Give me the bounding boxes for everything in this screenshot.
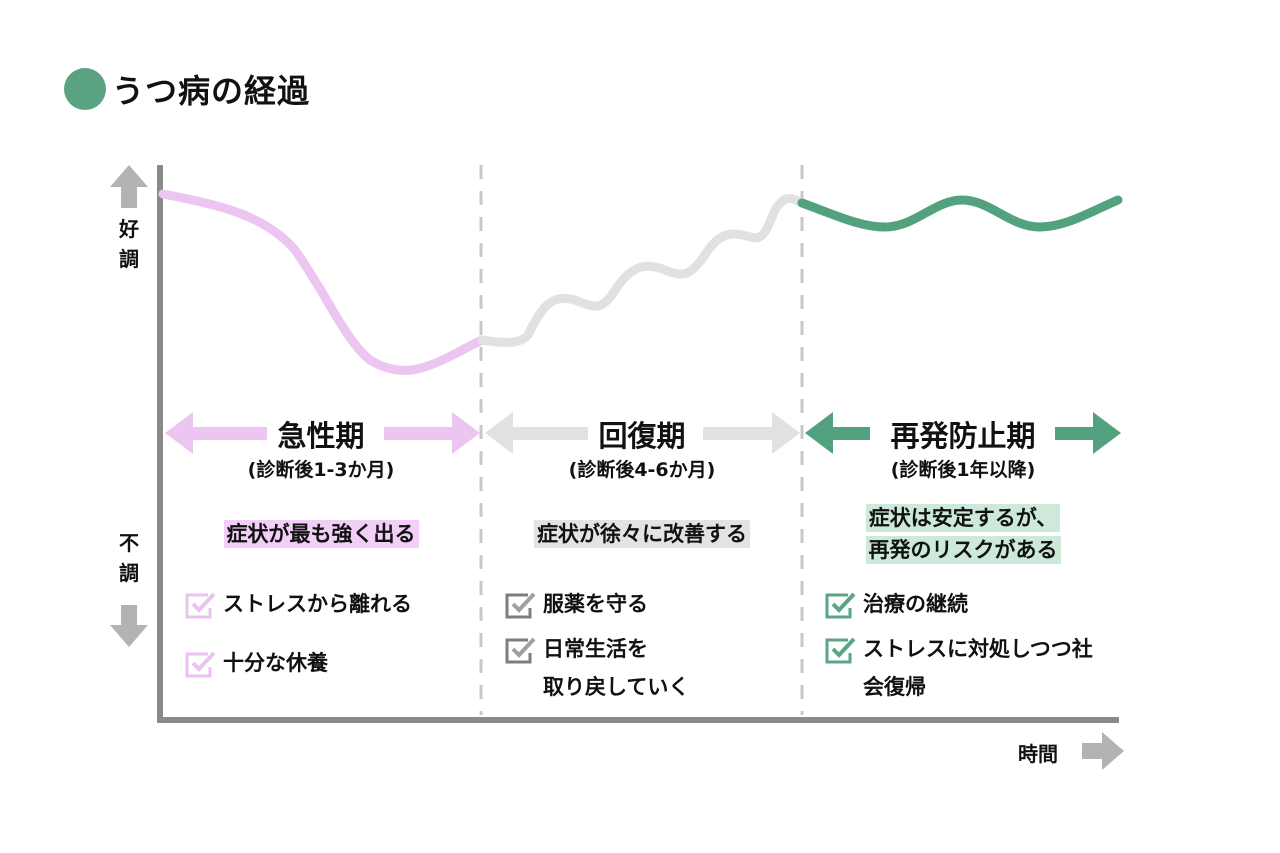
- prevention-phase-period: (診断後1年以降): [890, 459, 1036, 481]
- prevention-phase-curve: [797, 195, 1123, 232]
- acute-phase-period: (診断後1-3か月): [247, 459, 395, 481]
- acute-checklist-item: ストレスから離れる: [185, 585, 412, 623]
- prevention-phase-summary: 症状は安定するが、 再発のリスクがある: [802, 502, 1124, 566]
- recovery-phase-curve: [477, 194, 807, 347]
- x-axis-label: 時間: [1018, 742, 1058, 766]
- prevention-phase-arrow-right: [1055, 412, 1121, 454]
- checkbox-checked-icon: [505, 637, 536, 664]
- checkbox-checked-icon: [505, 592, 536, 619]
- prevention-phase-arrow-left: [805, 412, 870, 454]
- prevention-checklist-item: ストレスに対処しつつ社会復帰: [825, 630, 1093, 706]
- recovery-checklist-item: 服薬を守る: [505, 585, 648, 623]
- recovery-checklist-item: 日常生活を取り戻していく: [505, 630, 689, 706]
- acute-phase-arrow-right: [384, 412, 480, 454]
- acute-phase-curve: [158, 189, 487, 375]
- acute-phase-title: 急性期: [267, 413, 375, 455]
- acute-phase-arrow-left: [165, 412, 270, 454]
- checkbox-checked-icon: [185, 592, 216, 619]
- acute-checklist-item: 十分な休養: [185, 644, 328, 682]
- prevention-phase-heading: 再発防止期 (診断後1年以降): [802, 413, 1124, 482]
- prevention-checklist-item: 治療の継続: [825, 585, 968, 623]
- checkbox-checked-icon: [825, 637, 856, 664]
- recovery-phase-arrow-right: [703, 412, 800, 454]
- y-axis-top-label: 好調: [119, 217, 139, 271]
- title-bullet-icon: [64, 68, 106, 110]
- arrow-down-icon: [110, 605, 148, 647]
- recovery-phase-summary: 症状が徐々に改善する: [482, 518, 802, 550]
- acute-phase-heading: 急性期 (診断後1-3か月): [160, 413, 482, 482]
- page-title: うつ病の経過: [64, 66, 310, 112]
- arrow-up-icon: [110, 165, 148, 208]
- recovery-phase-heading: 回復期 (診断後4-6か月): [482, 413, 802, 482]
- checkbox-checked-icon: [185, 651, 216, 678]
- y-axis-bottom-label: 不調: [119, 531, 139, 585]
- prevention-phase-title: 再発防止期: [880, 413, 1046, 455]
- title-text: うつ病の経過: [112, 72, 311, 110]
- recovery-phase-title: 回復期: [588, 413, 696, 455]
- recovery-phase-period: (診断後4-6か月): [568, 459, 716, 481]
- acute-phase-summary: 症状が最も強く出る: [160, 518, 482, 550]
- checkbox-checked-icon: [825, 592, 856, 619]
- recovery-phase-arrow-left: [485, 412, 592, 454]
- arrow-right-icon: [1082, 732, 1124, 770]
